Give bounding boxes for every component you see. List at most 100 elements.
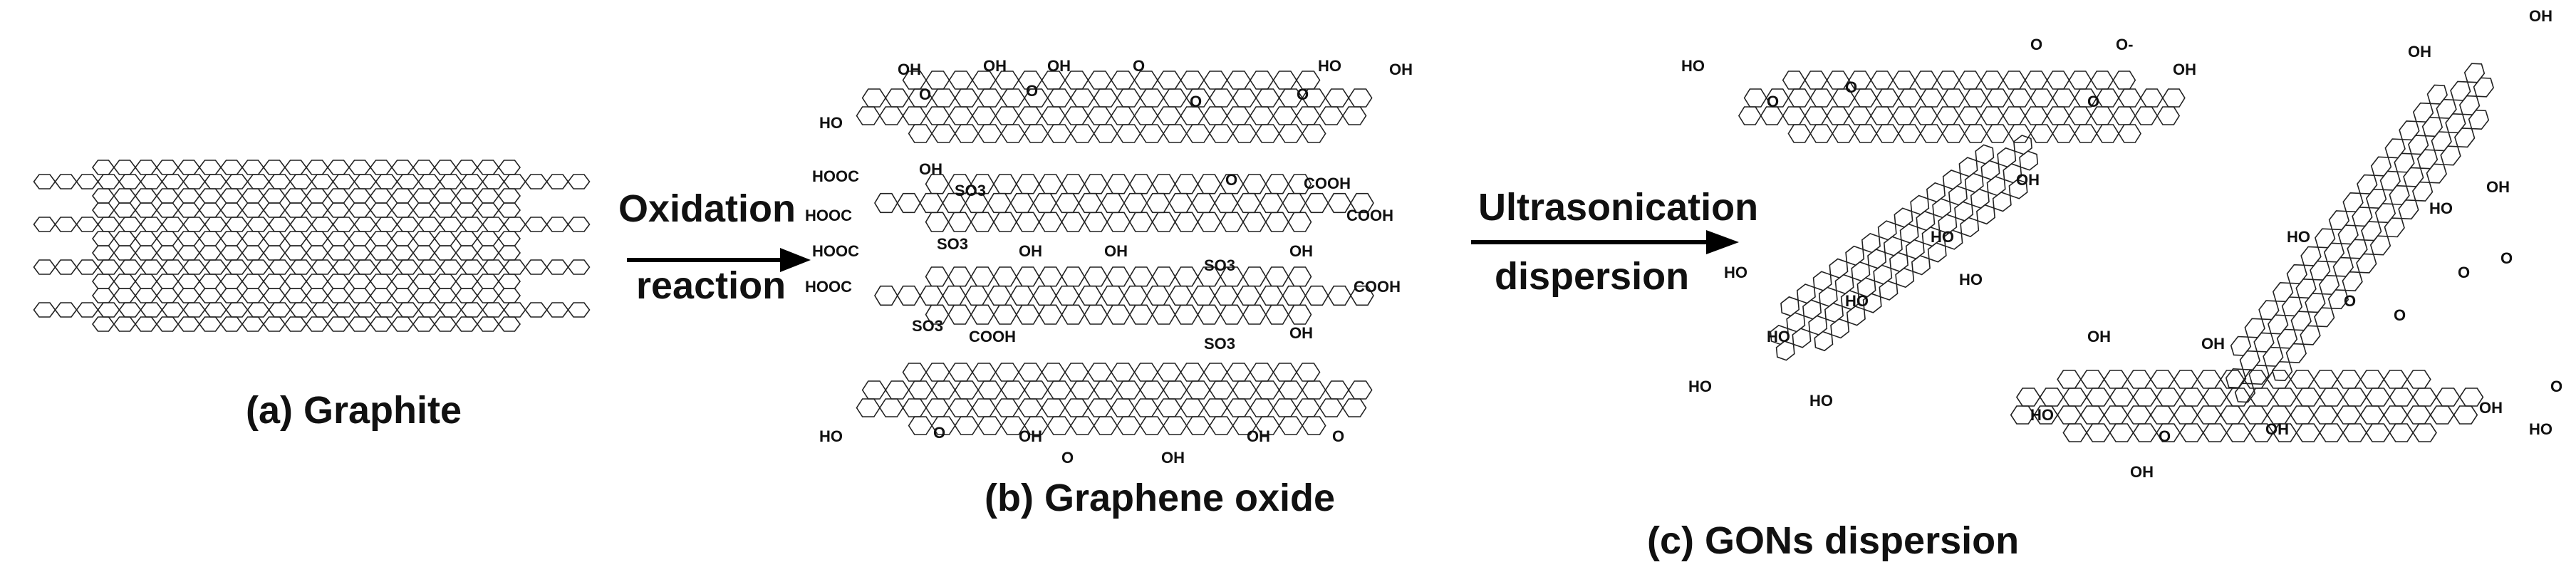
gon-group-label: OH bbox=[2173, 61, 2196, 78]
go-group-label: OH bbox=[1104, 242, 1128, 260]
go-group-label: O bbox=[1190, 93, 1202, 110]
gon-group-label: OH bbox=[2016, 171, 2040, 189]
arrow1-top-label: Oxidation bbox=[618, 187, 796, 230]
gon-group-label: O bbox=[2087, 93, 2099, 110]
gon-group-label: OH bbox=[2201, 335, 2225, 353]
go-sheet-bottom bbox=[856, 363, 1373, 435]
gon-group-label: HO bbox=[1845, 292, 1869, 310]
gon-sheet-left bbox=[1770, 135, 2039, 361]
gon-group-label: O- bbox=[2116, 36, 2133, 53]
gon-group-label: HO bbox=[1931, 228, 1954, 246]
go-sheet-middle-1 bbox=[874, 174, 1374, 232]
go-group-label: O bbox=[1026, 82, 1038, 100]
gon-sheet-bottom bbox=[2010, 370, 2484, 442]
go-group-label: HO bbox=[1318, 57, 1341, 75]
gon-group-label: HO bbox=[1959, 271, 1983, 288]
go-group-label: OH bbox=[1047, 57, 1071, 75]
gon-group-label: HO bbox=[2287, 228, 2310, 246]
go-group-label: OH bbox=[1161, 449, 1185, 467]
arrow2-top-label: Ultrasonication bbox=[1478, 186, 1759, 229]
go-group-label: HOOC bbox=[805, 278, 852, 296]
caption-gons-dispersion: (c) GONs dispersion bbox=[1647, 519, 2020, 562]
go-group-label: HOOC bbox=[812, 167, 859, 185]
go-group-label: COOH bbox=[1354, 278, 1401, 296]
gon-group-label: HO bbox=[2429, 199, 2453, 217]
gon-group-label: O bbox=[1767, 93, 1779, 110]
gon-group-label: OH bbox=[2529, 7, 2552, 25]
gon-group-label: OH bbox=[2130, 463, 2154, 481]
go-group-label: HO bbox=[819, 427, 843, 445]
go-group-label: OH bbox=[919, 160, 942, 178]
go-group-label: COOH bbox=[1346, 207, 1393, 224]
gon-group-label: O bbox=[2394, 306, 2406, 324]
gon-group-label: O bbox=[1845, 78, 1857, 96]
go-group-label: O bbox=[1297, 85, 1309, 103]
graphite-illustration bbox=[14, 142, 598, 356]
go-group-label: OH bbox=[983, 57, 1007, 75]
go-group-label: O bbox=[933, 424, 945, 442]
go-group-label: OH bbox=[1247, 427, 1270, 445]
go-group-label: SO3 bbox=[1204, 256, 1235, 274]
gon-group-label: O bbox=[2344, 292, 2356, 310]
gon-group-label: O bbox=[2550, 378, 2562, 395]
go-group-label: HO bbox=[819, 114, 843, 132]
go-group-label: O bbox=[919, 85, 931, 103]
go-group-label: OH bbox=[1289, 324, 1313, 342]
gon-group-label: OH bbox=[2479, 399, 2503, 417]
go-sheet-top bbox=[856, 71, 1373, 143]
arrow2 bbox=[1471, 224, 1742, 260]
gon-group-label: O bbox=[2500, 249, 2513, 267]
go-group-label: SO3 bbox=[1204, 335, 1235, 353]
go-group-label: HOOC bbox=[805, 207, 852, 224]
go-group-label: O bbox=[1225, 171, 1237, 189]
gon-group-label: OH bbox=[2265, 420, 2289, 438]
gon-sheet-top bbox=[1738, 71, 2186, 143]
gon-sheet-right bbox=[2225, 63, 2494, 403]
graphite-layer-1 bbox=[33, 160, 591, 204]
go-group-label: O bbox=[1133, 57, 1145, 75]
arrow2-right-icon bbox=[1471, 230, 1739, 254]
go-group-label: OH bbox=[898, 61, 921, 78]
go-group-label: O bbox=[1332, 427, 1344, 445]
go-group-label: SO3 bbox=[937, 235, 968, 253]
gon-group-label: O bbox=[2458, 264, 2470, 281]
go-group-label: O bbox=[1061, 449, 1074, 467]
arrow1 bbox=[627, 242, 812, 278]
go-group-label: COOH bbox=[1304, 175, 1351, 192]
go-group-label: OH bbox=[1389, 61, 1413, 78]
go-group-label: OH bbox=[1289, 242, 1313, 260]
gon-group-label: HO bbox=[2529, 420, 2552, 438]
gon-group-label: HO bbox=[1767, 328, 1790, 345]
gon-group-label: HO bbox=[1681, 57, 1705, 75]
go-group-label: OH bbox=[1019, 427, 1042, 445]
graphite-layer-4 bbox=[33, 288, 591, 332]
arrow1-right-icon bbox=[627, 248, 811, 272]
gon-group-label: O bbox=[2030, 36, 2042, 53]
arrow1-bottom-label: reaction bbox=[636, 264, 786, 307]
arrow2-bottom-label: dispersion bbox=[1495, 255, 1690, 298]
go-group-label: HOOC bbox=[812, 242, 859, 260]
gon-group-label: HO bbox=[1809, 392, 1833, 410]
gon-group-label: OH bbox=[2087, 328, 2111, 345]
gon-group-label: HO bbox=[1724, 264, 1747, 281]
caption-graphite: (a) Graphite bbox=[246, 389, 462, 432]
gon-group-label: OH bbox=[2408, 43, 2431, 61]
graphite-layer-3 bbox=[33, 245, 591, 289]
go-group-label: SO3 bbox=[912, 317, 943, 335]
caption-graphene-oxide: (b) Graphene oxide bbox=[985, 477, 1336, 519]
go-group-label: OH bbox=[1019, 242, 1042, 260]
graphite-layers bbox=[33, 160, 591, 332]
gon-group-label: HO bbox=[1688, 378, 1712, 395]
go-group-label: SO3 bbox=[955, 182, 986, 199]
gon-group-label: HO bbox=[2030, 406, 2054, 424]
graphite-layer-2 bbox=[33, 202, 591, 246]
go-sheet-middle-2 bbox=[874, 266, 1374, 325]
go-group-label: COOH bbox=[969, 328, 1016, 345]
gon-group-label: OH bbox=[2486, 178, 2510, 196]
gon-group-label: O bbox=[2159, 427, 2171, 445]
